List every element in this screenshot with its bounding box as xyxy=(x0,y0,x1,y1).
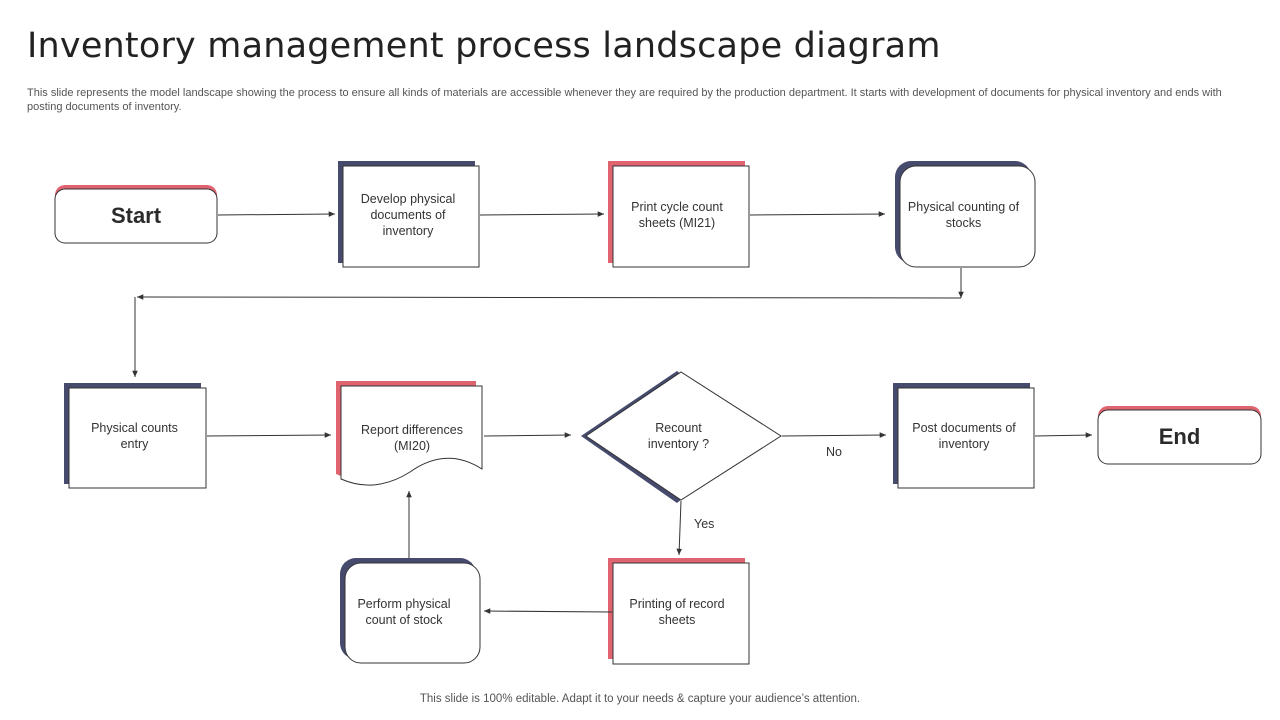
counts-entry-node-shape xyxy=(64,383,207,489)
printing-record-node-shape xyxy=(608,558,750,665)
develop-node-shape xyxy=(338,161,480,268)
print-cycle-node-shape xyxy=(608,161,750,268)
arrow-report-to-recount xyxy=(483,432,572,438)
arrow-entry-to-report xyxy=(206,432,332,438)
print-cycle-label: Print cycle count sheets (MI21) xyxy=(631,200,723,230)
arrow-recount-to-post xyxy=(781,432,887,438)
arrow-start-to-develop xyxy=(217,211,336,217)
start-label: Start xyxy=(110,203,162,228)
footer-note: This slide is 100% editable. Adapt it to… xyxy=(419,693,861,705)
post-docs-label: Post documents of inventory xyxy=(912,421,1016,451)
arrow-develop-to-print xyxy=(479,211,605,217)
physical-counting-label: Physical counting of stocks xyxy=(907,200,1020,230)
develop-label: Develop physical documents of inventory xyxy=(360,192,456,238)
report-diff-node-shape xyxy=(336,381,483,486)
no-edge-label: No xyxy=(826,445,842,459)
page-subtitle: This slide represents the model landscap… xyxy=(27,87,1222,113)
arrow-print-to-counting xyxy=(749,211,886,217)
perform-count-label: Perform physical count of stock xyxy=(357,597,451,627)
arrow-recount-to-printing xyxy=(676,500,683,556)
arrow-post-to-end xyxy=(1034,432,1093,438)
report-diff-label: Report differences (MI20) xyxy=(361,423,463,453)
page-title: Inventory management process landscape d… xyxy=(27,26,941,66)
physical-counting-node-shape xyxy=(895,161,1036,268)
end-node-shape xyxy=(1097,406,1262,465)
yes-edge-label: Yes xyxy=(694,517,715,531)
end-label: End xyxy=(1158,424,1201,449)
arrow-printing-to-perform xyxy=(483,608,613,614)
recount-label: Recount inventory ? xyxy=(647,421,710,451)
perform-count-node-shape xyxy=(340,558,481,664)
printing-record-label: Printing of record sheets xyxy=(629,597,725,627)
arrow-return-left xyxy=(136,294,962,300)
start-node-shape xyxy=(54,185,218,244)
post-docs-node-shape xyxy=(893,383,1035,489)
counts-entry-label: Physical counts entry xyxy=(91,421,178,451)
recount-node-shape xyxy=(581,371,782,503)
